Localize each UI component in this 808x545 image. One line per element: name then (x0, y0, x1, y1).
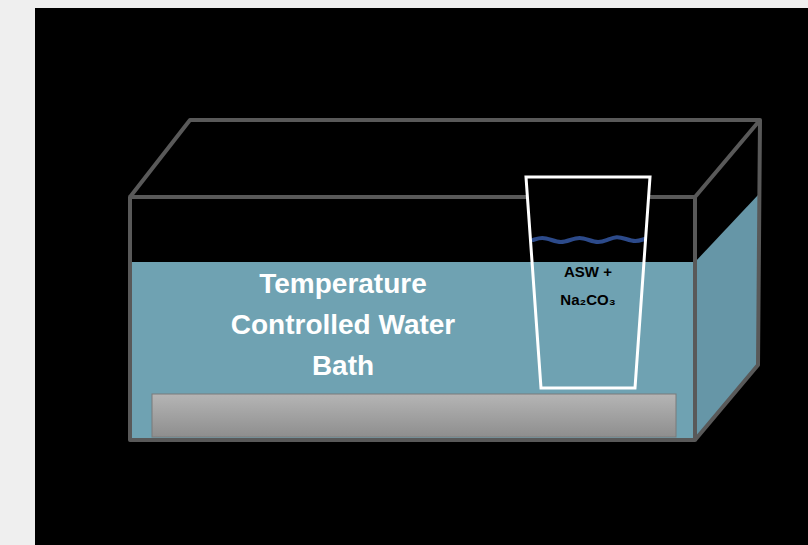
water-bath-box: Temperature Controlled Water Bath ASW + N… (130, 197, 695, 440)
left-margin (0, 0, 35, 545)
beaker: ASW + Na₂CO₃ (526, 177, 650, 388)
heater-plate (152, 394, 676, 437)
bath-water (130, 262, 695, 440)
beaker-outline (526, 177, 650, 388)
liquid-surface (533, 237, 645, 242)
beaker-interior (526, 177, 650, 388)
beaker-wall (526, 177, 650, 388)
top-margin (35, 0, 808, 8)
tank-outline (130, 120, 760, 440)
solution-label: ASW + Na₂CO₃ (543, 258, 633, 314)
bath-label: Temperature Controlled Water Bath (223, 263, 463, 386)
beaker-water (526, 262, 650, 388)
